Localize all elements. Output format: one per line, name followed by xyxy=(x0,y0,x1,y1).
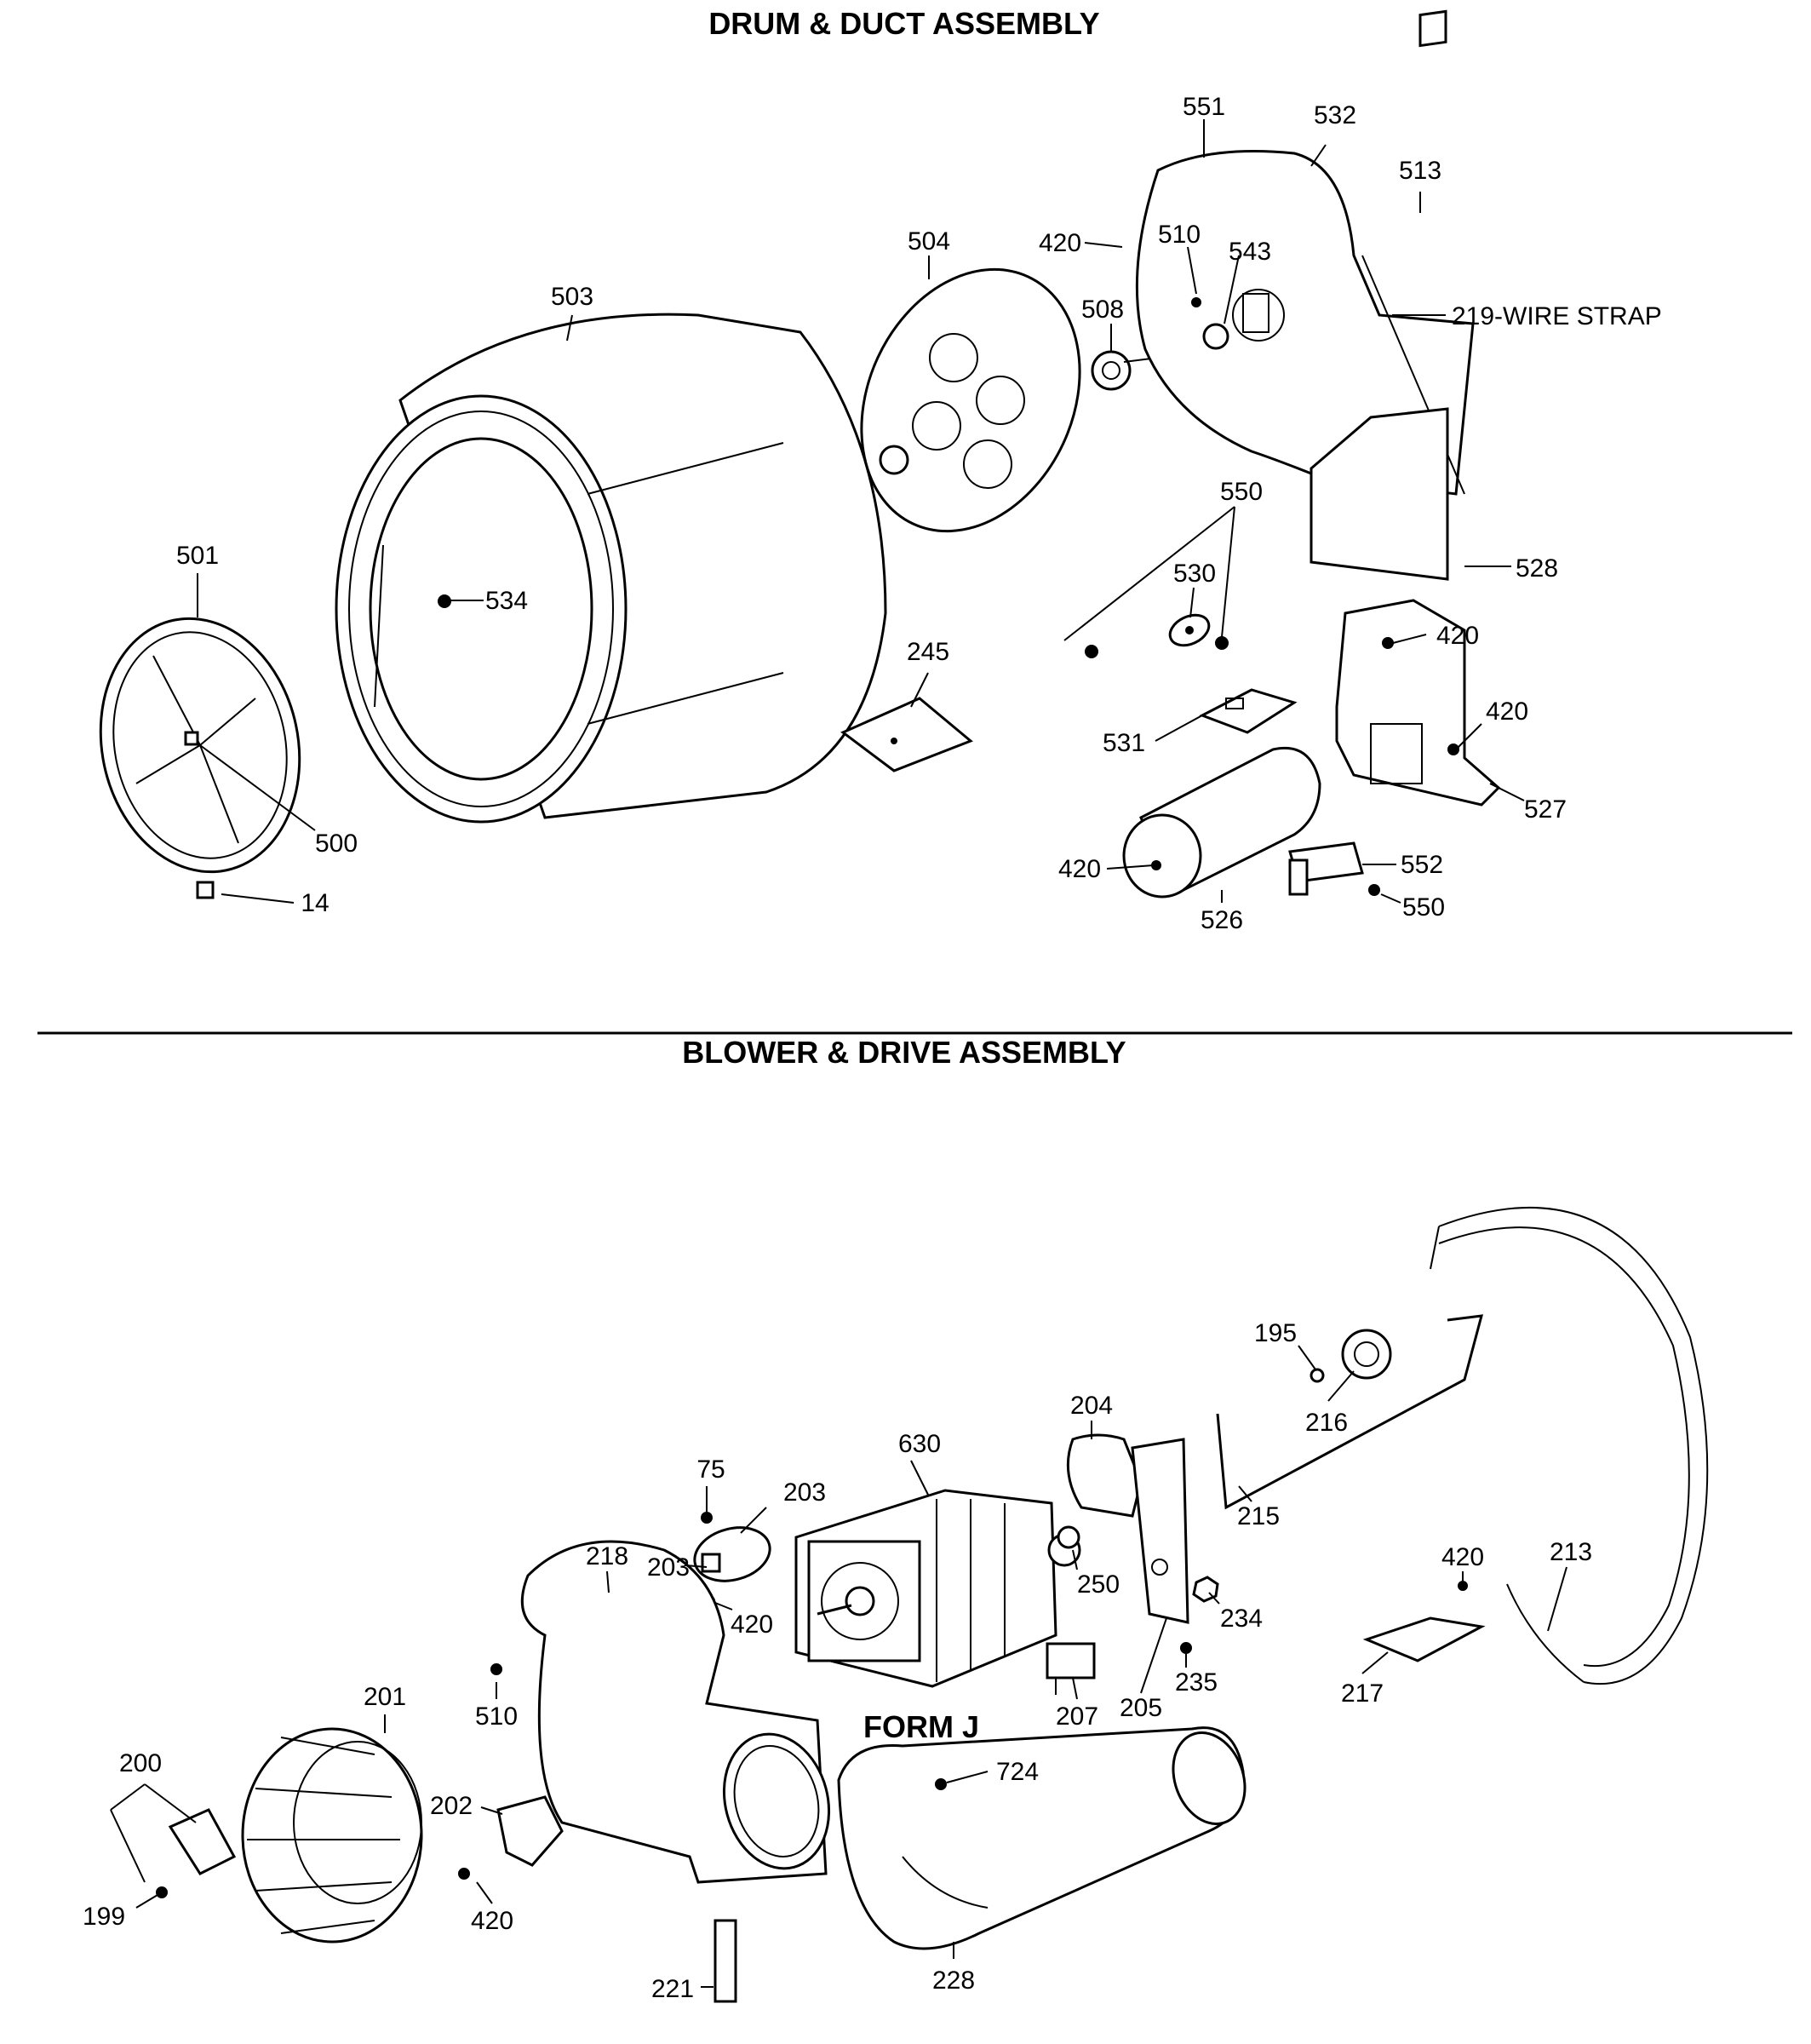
part-215-idler-arm xyxy=(1216,1314,1484,1510)
callout-420-f: 420 xyxy=(731,1611,773,1639)
part-201-blower-wheel xyxy=(241,1727,423,1944)
part-199-screw xyxy=(156,1886,168,1898)
callout-228: 228 xyxy=(932,1966,975,1995)
blower-drive-assembly-title: BLOWER & DRIVE ASSEMBLY xyxy=(682,1035,1126,1070)
callout-202: 202 xyxy=(430,1792,473,1820)
callout-527: 527 xyxy=(1524,795,1567,824)
part-531-bracket xyxy=(1199,688,1298,734)
callout-75: 75 xyxy=(696,1455,725,1484)
callout-724: 724 xyxy=(996,1758,1039,1786)
callout-510-b: 510 xyxy=(475,1702,518,1731)
callout-234: 234 xyxy=(1220,1605,1263,1633)
part-75-screw xyxy=(701,1512,713,1524)
part-552-connector xyxy=(1288,841,1364,896)
callout-235: 235 xyxy=(1175,1668,1218,1697)
callout-503: 503 xyxy=(551,283,593,311)
part-195-ring xyxy=(1310,1368,1325,1383)
part-14-clip xyxy=(196,881,215,899)
callout-203-b: 203 xyxy=(783,1478,826,1507)
part-213-belt xyxy=(1430,1206,1709,1685)
part-245-pad xyxy=(840,697,973,772)
callout-14: 14 xyxy=(301,889,329,917)
callout-199: 199 xyxy=(83,1903,125,1931)
part-510-screw xyxy=(490,1663,502,1675)
callout-530: 530 xyxy=(1173,560,1216,588)
part-724-screw xyxy=(935,1778,947,1790)
part-530-thermostat xyxy=(1168,613,1211,647)
blower-drive-assembly: 200 199 201 202 420 510 218 221 203 203 … xyxy=(83,1206,1709,2003)
callout-630: 630 xyxy=(898,1430,941,1458)
callout-552: 552 xyxy=(1401,851,1443,879)
callout-204: 204 xyxy=(1070,1392,1113,1420)
callout-420-d: 420 xyxy=(1058,855,1101,883)
callout-532: 532 xyxy=(1314,101,1356,129)
part-216-idler-pulley xyxy=(1341,1329,1392,1380)
callout-213: 213 xyxy=(1550,1538,1592,1566)
part-202-bracket xyxy=(496,1795,564,1867)
part-526-heater-can xyxy=(1122,746,1321,899)
callout-551: 551 xyxy=(1183,93,1225,121)
callout-221: 221 xyxy=(651,1975,694,2003)
part-503-drum xyxy=(335,313,887,824)
callout-420-b: 420 xyxy=(1436,622,1479,650)
drum-duct-assembly: 501 500 14 503 534 504 508 420 510 543 5… xyxy=(99,9,1662,934)
callout-531: 531 xyxy=(1103,729,1145,757)
part-250-coupling xyxy=(1057,1525,1080,1549)
callout-207: 207 xyxy=(1056,1702,1098,1731)
part-217-bracket xyxy=(1362,1581,1486,1662)
callout-534: 534 xyxy=(485,587,528,615)
callout-195: 195 xyxy=(1254,1319,1297,1347)
callout-420-e: 420 xyxy=(471,1907,513,1935)
callout-550-a: 550 xyxy=(1220,478,1263,506)
part-203-motor-clamp xyxy=(693,1526,771,1582)
part-205-motor-mount xyxy=(1131,1438,1189,1624)
part-550-screw xyxy=(1085,636,1380,896)
part-235-screw xyxy=(1180,1642,1192,1654)
drum-duct-assembly-title: DRUM & DUCT ASSEMBLY xyxy=(708,6,1099,41)
part-207-switch xyxy=(1046,1642,1096,1695)
callout-508: 508 xyxy=(1081,296,1124,324)
callout-218: 218 xyxy=(586,1542,628,1570)
callout-500: 500 xyxy=(315,830,358,858)
callout-203-a: 203 xyxy=(647,1553,690,1582)
callout-215: 215 xyxy=(1237,1502,1280,1530)
part-532-bulkhead xyxy=(1135,150,1475,581)
callout-420-c: 420 xyxy=(1486,698,1528,726)
callout-217: 217 xyxy=(1341,1679,1384,1708)
part-218-blower-housing xyxy=(520,1540,831,1884)
part-200-bracket xyxy=(168,1808,237,1875)
callout-205: 205 xyxy=(1120,1694,1162,1722)
part-527-heater-housing xyxy=(1335,599,1501,807)
callout-528: 528 xyxy=(1516,554,1558,583)
callout-420-g: 420 xyxy=(1441,1543,1484,1571)
callout-526: 526 xyxy=(1201,906,1243,934)
callout-245: 245 xyxy=(907,638,949,666)
part-204-motor-bracket xyxy=(1066,1433,1143,1518)
callout-504: 504 xyxy=(908,227,950,256)
part-504-rear-panel xyxy=(860,267,1081,533)
callout-501: 501 xyxy=(176,542,219,570)
callout-543: 543 xyxy=(1229,238,1271,266)
callout-510: 510 xyxy=(1158,221,1201,249)
form-j-label: FORM J xyxy=(863,1709,979,1744)
callout-420-a: 420 xyxy=(1039,229,1081,257)
callout-513: 513 xyxy=(1399,157,1441,185)
part-630-motor xyxy=(794,1489,1081,1688)
callout-219-wire-strap: 219-WIRE STRAP xyxy=(1452,302,1662,330)
callout-201: 201 xyxy=(364,1683,406,1711)
callout-550-b: 550 xyxy=(1402,893,1445,922)
part-513-bracket xyxy=(1418,9,1447,48)
part-420-screw-blower-b xyxy=(458,1868,470,1880)
callout-216: 216 xyxy=(1305,1409,1348,1437)
callout-250: 250 xyxy=(1077,1570,1120,1599)
part-228-exhaust-duct xyxy=(837,1726,1246,1950)
part-221-strip xyxy=(714,1919,737,2003)
callout-200: 200 xyxy=(119,1749,162,1777)
